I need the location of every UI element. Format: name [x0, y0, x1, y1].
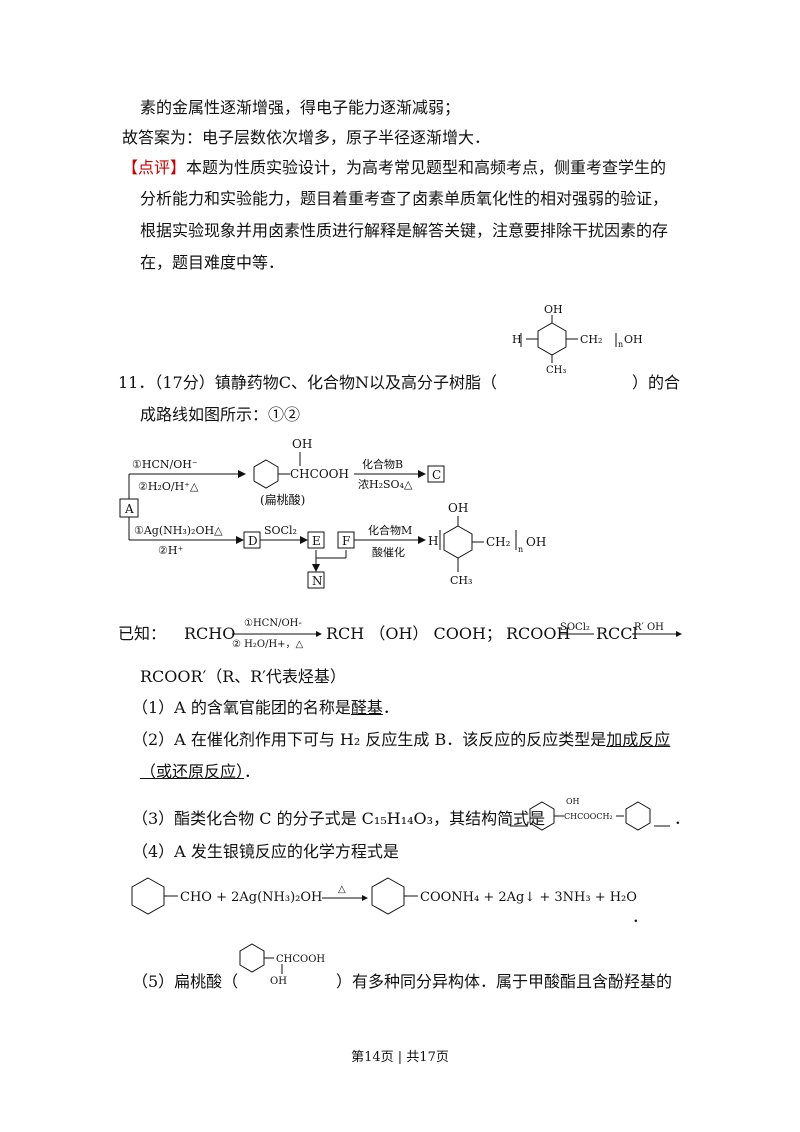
known-1: RCHO	[184, 624, 236, 643]
known-label: 已知：	[118, 624, 167, 643]
reagent-4: ②H⁺	[158, 544, 183, 557]
acid-cat: 酸催化	[372, 545, 405, 559]
text-line-2: 故答案为：电子层数依次增多，原子半径逐渐增大．	[122, 128, 491, 147]
part-5: （5）扁桃酸（	[132, 972, 239, 991]
part-5-end: ）有多种同分异构体．属于甲酸酯且含酚羟基的	[336, 972, 673, 991]
polymer-ch2: CH₂	[486, 535, 511, 549]
inline-polymer-structure: OH H CH₂ n OH CH₃	[512, 303, 643, 376]
inline-h: H	[512, 333, 522, 346]
answer-2b: （或还原反应）	[140, 762, 245, 781]
known-arrow-1-top: ①HCN/OH-	[244, 618, 302, 629]
inline-oh: OH	[544, 303, 563, 316]
comment-tag: 【点评】	[122, 158, 187, 177]
part-1: （1）A 的含氧官能团的名称是醛基．	[132, 698, 399, 717]
box-n-label: N	[312, 574, 323, 588]
inline-ch3: CH₃	[546, 365, 566, 376]
comment-text: 本题为性质实验设计，为高考常见题型和高频考点，侧重考查学生的	[186, 158, 667, 177]
mandelic-oh: OH	[270, 976, 287, 987]
eq-products: COONH₄ + 2Ag↓ + 3NH₃ + H₂O	[420, 890, 637, 905]
comment-line-4: 在，题目难度中等．	[140, 253, 285, 272]
part-4: （4）A 发生银镜反应的化学方程式是	[132, 842, 399, 861]
inline-ch2: CH₂	[580, 333, 602, 346]
text-line-1: 素的金属性逐渐增强，得电子能力逐渐减弱；	[140, 98, 461, 117]
c-oh: OH	[566, 797, 580, 806]
known-arrow-3-top: R′ OH	[634, 622, 664, 633]
known-3: RCOOH	[506, 624, 571, 643]
comment-line-3: 根据实验现象并用卤素性质进行解释是解答关键，注意要排除干扰因素的存	[140, 221, 669, 240]
box-c-label: C	[432, 468, 441, 482]
q11-header: 11．（17分）镇静药物C、化合物N以及高分子树脂（	[118, 373, 497, 392]
known-arrow-1: ①HCN/OH- ② H₂O/H+，△	[232, 618, 322, 650]
box-e-label: E	[312, 534, 321, 548]
q11-header-2: 成路线如图所示：①②	[140, 405, 301, 424]
comment-line-2: 分析能力和实验能力，题目着重考查了卤素单质氧化性的相对强弱的验证，	[140, 189, 669, 208]
scheme-product1: CHCOOH	[290, 467, 349, 481]
part-2: （2）A 在催化剂作用下可与 H₂ 反应生成 B．该反应的反应类型是加成反应	[132, 730, 671, 749]
mandelic-label: (扁桃酸)	[260, 492, 305, 507]
box-f-label: F	[342, 534, 350, 548]
part-4-end: ．	[632, 907, 649, 926]
known-5: RCOOR′（R、R′代表烃基）	[140, 667, 346, 686]
synthesis-scheme: A ①HCN/OH⁻ ②H₂O/H⁺△ OH CHCOOH (扁桃酸) 化合物B…	[119, 437, 546, 589]
part-3: （3）酯类化合物 C 的分子式是 C₁₅H₁₄O₃，其结构简式是	[132, 809, 546, 828]
polymer-n: n	[518, 545, 523, 554]
reagent-1: ①HCN/OH⁻	[132, 458, 198, 471]
known-arrow-3: R′ OH	[632, 622, 682, 637]
part-2-cont: （或还原反应）．	[140, 762, 261, 781]
eq-reactants: CHO + 2Ag(NH₃)₂OH	[180, 890, 322, 905]
box-d-label: D	[248, 534, 258, 548]
mandelic-structure: CHCOOH OH	[239, 943, 325, 987]
socl2-label: SOCl₂	[264, 524, 297, 537]
polymer-oh-top: OH	[448, 501, 468, 515]
reagent-2: ②H₂O/H⁺△	[138, 480, 199, 493]
known-arrow-2: SOCl₂	[560, 622, 594, 635]
inline-oh2: OH	[624, 333, 643, 346]
answer-2a: 加成反应	[606, 730, 671, 749]
answer-1: 醛基	[350, 698, 383, 717]
compound-c-structure: OH CHCOOCH₂	[510, 797, 670, 831]
compound-b: 化合物B	[362, 457, 403, 471]
eq-delta: △	[338, 884, 346, 895]
known-4: RCCl	[596, 624, 638, 643]
q11-header-end: ）的合	[632, 373, 681, 392]
polymer-oh: OH	[526, 535, 546, 549]
known-arrow-2-top: SOCl₂	[560, 622, 590, 633]
c-chain: CHCOOCH₂	[564, 812, 613, 821]
inline-n: n	[618, 340, 623, 349]
mandelic-chain: CHCOOH	[276, 954, 325, 965]
polymer-h: H	[428, 534, 438, 548]
reagent-3: ①Ag(NH₃)₂OH△	[134, 524, 223, 537]
silver-mirror-equation: CHO + 2Ag(NH₃)₂OH △ COONH₄ + 2Ag↓ + 3NH₃…	[131, 877, 637, 915]
box-a-label: A	[124, 502, 134, 516]
cond-b: 浓H₂SO₄△	[358, 478, 413, 491]
polymer-ch3: CH₃	[450, 574, 472, 587]
known-2: RCH （OH） COOH；	[326, 624, 502, 643]
part-3-end: ．	[674, 809, 691, 828]
comment-line-1: 【点评】本题为性质实验设计，为高考常见题型和高频考点，侧重考查学生的	[122, 157, 666, 179]
page-footer: 第14页 | 共17页	[351, 1050, 449, 1065]
scheme-oh: OH	[292, 437, 312, 451]
compound-m: 化合物M	[368, 523, 412, 537]
known-arrow-1-bot: ② H₂O/H+，△	[232, 639, 304, 650]
